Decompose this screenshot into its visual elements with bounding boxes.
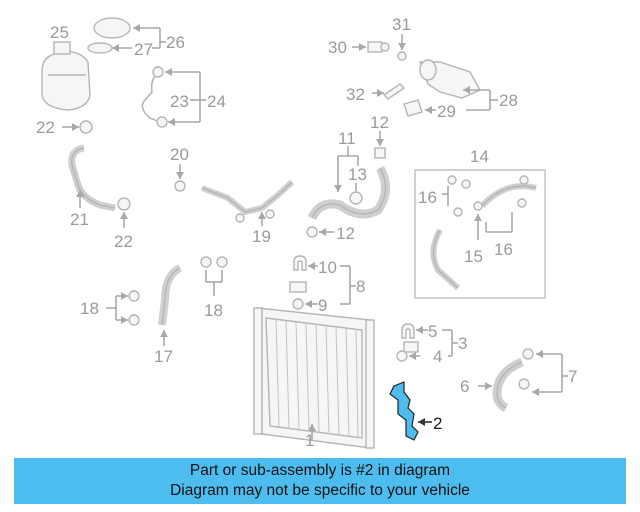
callout-17: 17: [154, 347, 173, 366]
clamp-18-c: [200, 256, 212, 268]
callout-27: 27: [134, 40, 153, 59]
connector-3: [403, 341, 419, 353]
callout-3: 3: [458, 334, 467, 353]
hose-6: [492, 348, 534, 413]
reservoir-hose: [141, 66, 168, 128]
hose-end-10: [293, 255, 307, 271]
pipe-17: [158, 264, 182, 326]
callout-31: 31: [392, 15, 411, 34]
hose-end-5: [401, 323, 415, 339]
seal-9: [292, 298, 304, 310]
hose-21: [68, 144, 116, 212]
clamp-18-b: [128, 314, 140, 326]
callout-21: 21: [70, 210, 89, 229]
radiator-1: [253, 307, 375, 449]
callout-8: 8: [356, 277, 365, 296]
callout-11: 11: [338, 129, 356, 148]
seal-4: [396, 350, 408, 362]
callout-1: 1: [305, 431, 314, 450]
clamp-22-lower: [117, 197, 131, 211]
callout-28: 28: [499, 91, 518, 110]
callout-25: 25: [50, 23, 69, 42]
info-banner: Part or sub-assembly is #2 in diagram Di…: [14, 458, 626, 504]
banner-line-1: Part or sub-assembly is #2 in diagram: [189, 462, 451, 479]
seal-31: [397, 51, 407, 61]
callout-6: 6: [460, 377, 469, 396]
callout-16-right: 16: [494, 240, 513, 259]
coolant-reservoir: [41, 41, 91, 111]
callout-5: 5: [428, 322, 437, 341]
callout-12-lower: 12: [336, 224, 355, 243]
clip-32: [382, 83, 406, 100]
parts-diagram: 25 27 26 23 24 22 21 22 20: [36, 15, 577, 450]
callout-7: 7: [568, 367, 577, 386]
callout-30: 30: [328, 38, 347, 57]
callout-19: 19: [252, 227, 271, 246]
clamp-18-a: [128, 290, 140, 302]
callout-26: 26: [166, 33, 185, 52]
plug-20: [174, 180, 186, 192]
hose-15: [430, 175, 537, 291]
highlighted-part-2: [389, 381, 419, 441]
connector-8: [289, 281, 307, 293]
clamp-18-d: [216, 256, 228, 268]
callout-15: 15: [464, 247, 483, 266]
callout-22-lower: 22: [114, 232, 133, 251]
callout-18-mid: 18: [204, 301, 223, 320]
callout-4: 4: [433, 347, 442, 366]
clamp-12-lower: [306, 226, 318, 238]
callout-20: 20: [170, 145, 189, 164]
callout-10: 10: [318, 258, 337, 277]
banner-line-2: Diagram may not be specific to your vehi…: [170, 482, 470, 499]
clamp-22-top: [79, 120, 93, 134]
callout-14: 14: [470, 147, 489, 166]
reservoir-cap: [87, 17, 131, 54]
callout-32: 32: [346, 85, 365, 104]
callout-13: 13: [348, 165, 367, 184]
callout-23: 23: [170, 92, 189, 111]
callout-9: 9: [318, 296, 327, 315]
pipe-19: [200, 179, 295, 223]
callout-18-left: 18: [80, 299, 99, 318]
sub-assembly-14-box: [414, 169, 546, 299]
hose-11: [307, 165, 390, 221]
callout-22-top: 22: [36, 118, 55, 137]
callout-16-left: 16: [418, 188, 437, 207]
callout-29: 29: [437, 102, 456, 121]
callout-12-top: 12: [370, 113, 389, 132]
callout-24: 24: [207, 92, 226, 111]
sensor-30: [367, 41, 390, 53]
fitting-12-top: [374, 147, 386, 159]
callout-2: 2: [433, 414, 442, 433]
